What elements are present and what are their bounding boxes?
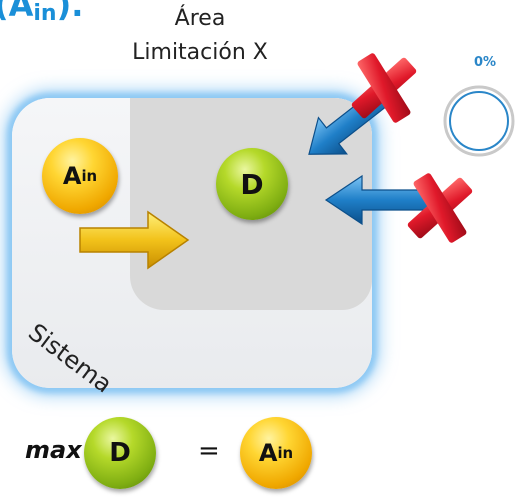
area-title: Área Limitación X xyxy=(100,2,300,70)
equation-lhs-node: D xyxy=(84,417,156,489)
destination-node-letter: D xyxy=(240,167,264,201)
heading: (Ain). xyxy=(0,0,83,26)
input-node-letter: A xyxy=(62,162,82,190)
heading-subscript: in xyxy=(33,1,57,26)
area-title-line2: Limitación X xyxy=(132,40,268,65)
area-title-line1: Área xyxy=(174,6,226,31)
heading-close: ). xyxy=(56,0,84,24)
red-cross-icon xyxy=(351,53,417,123)
red-cross-icon xyxy=(407,173,473,243)
equation-rhs-subscript: in xyxy=(277,444,294,462)
equation-rhs-letter: A xyxy=(258,439,278,467)
destination-node-d: D xyxy=(216,148,288,220)
equation-lhs-letter: D xyxy=(109,438,131,468)
yellow-right-arrow xyxy=(79,210,190,270)
progress-ring xyxy=(443,85,515,157)
input-node-subscript: in xyxy=(81,167,98,185)
progress-ring-inner xyxy=(449,91,509,151)
equation-operator: max xyxy=(25,436,82,464)
equation-equals: = xyxy=(198,436,220,466)
progress-label: 0% xyxy=(473,55,497,70)
heading-open: (A xyxy=(0,0,34,24)
